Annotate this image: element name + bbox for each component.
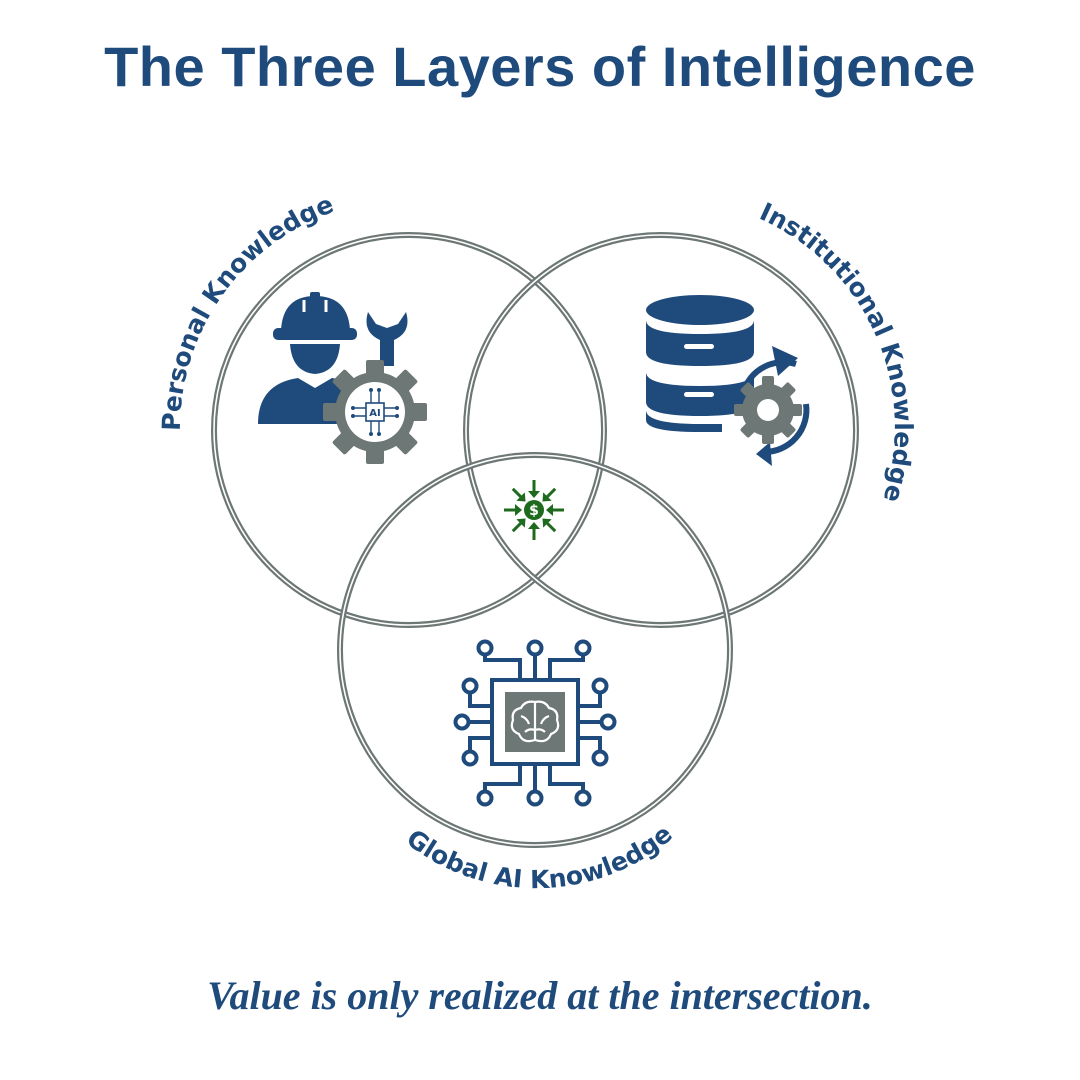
ai-chip-brain-icon [453, 639, 617, 807]
circle-personal [211, 232, 607, 628]
circle-global [337, 452, 733, 848]
worker-with-ai-gear-icon: AI [258, 292, 427, 464]
dollar-converging-arrows-icon: $ [504, 480, 564, 540]
svg-text:$: $ [529, 503, 539, 519]
label-global-ai-knowledge: Global AI Knowledge [401, 819, 677, 894]
circle-institutional [463, 232, 859, 628]
page-title: The Three Layers of Intelligence [104, 35, 976, 98]
database-sync-icon [646, 295, 810, 466]
ai-chip-text: AI [369, 408, 380, 419]
caption: Value is only realized at the intersecti… [207, 973, 873, 1018]
